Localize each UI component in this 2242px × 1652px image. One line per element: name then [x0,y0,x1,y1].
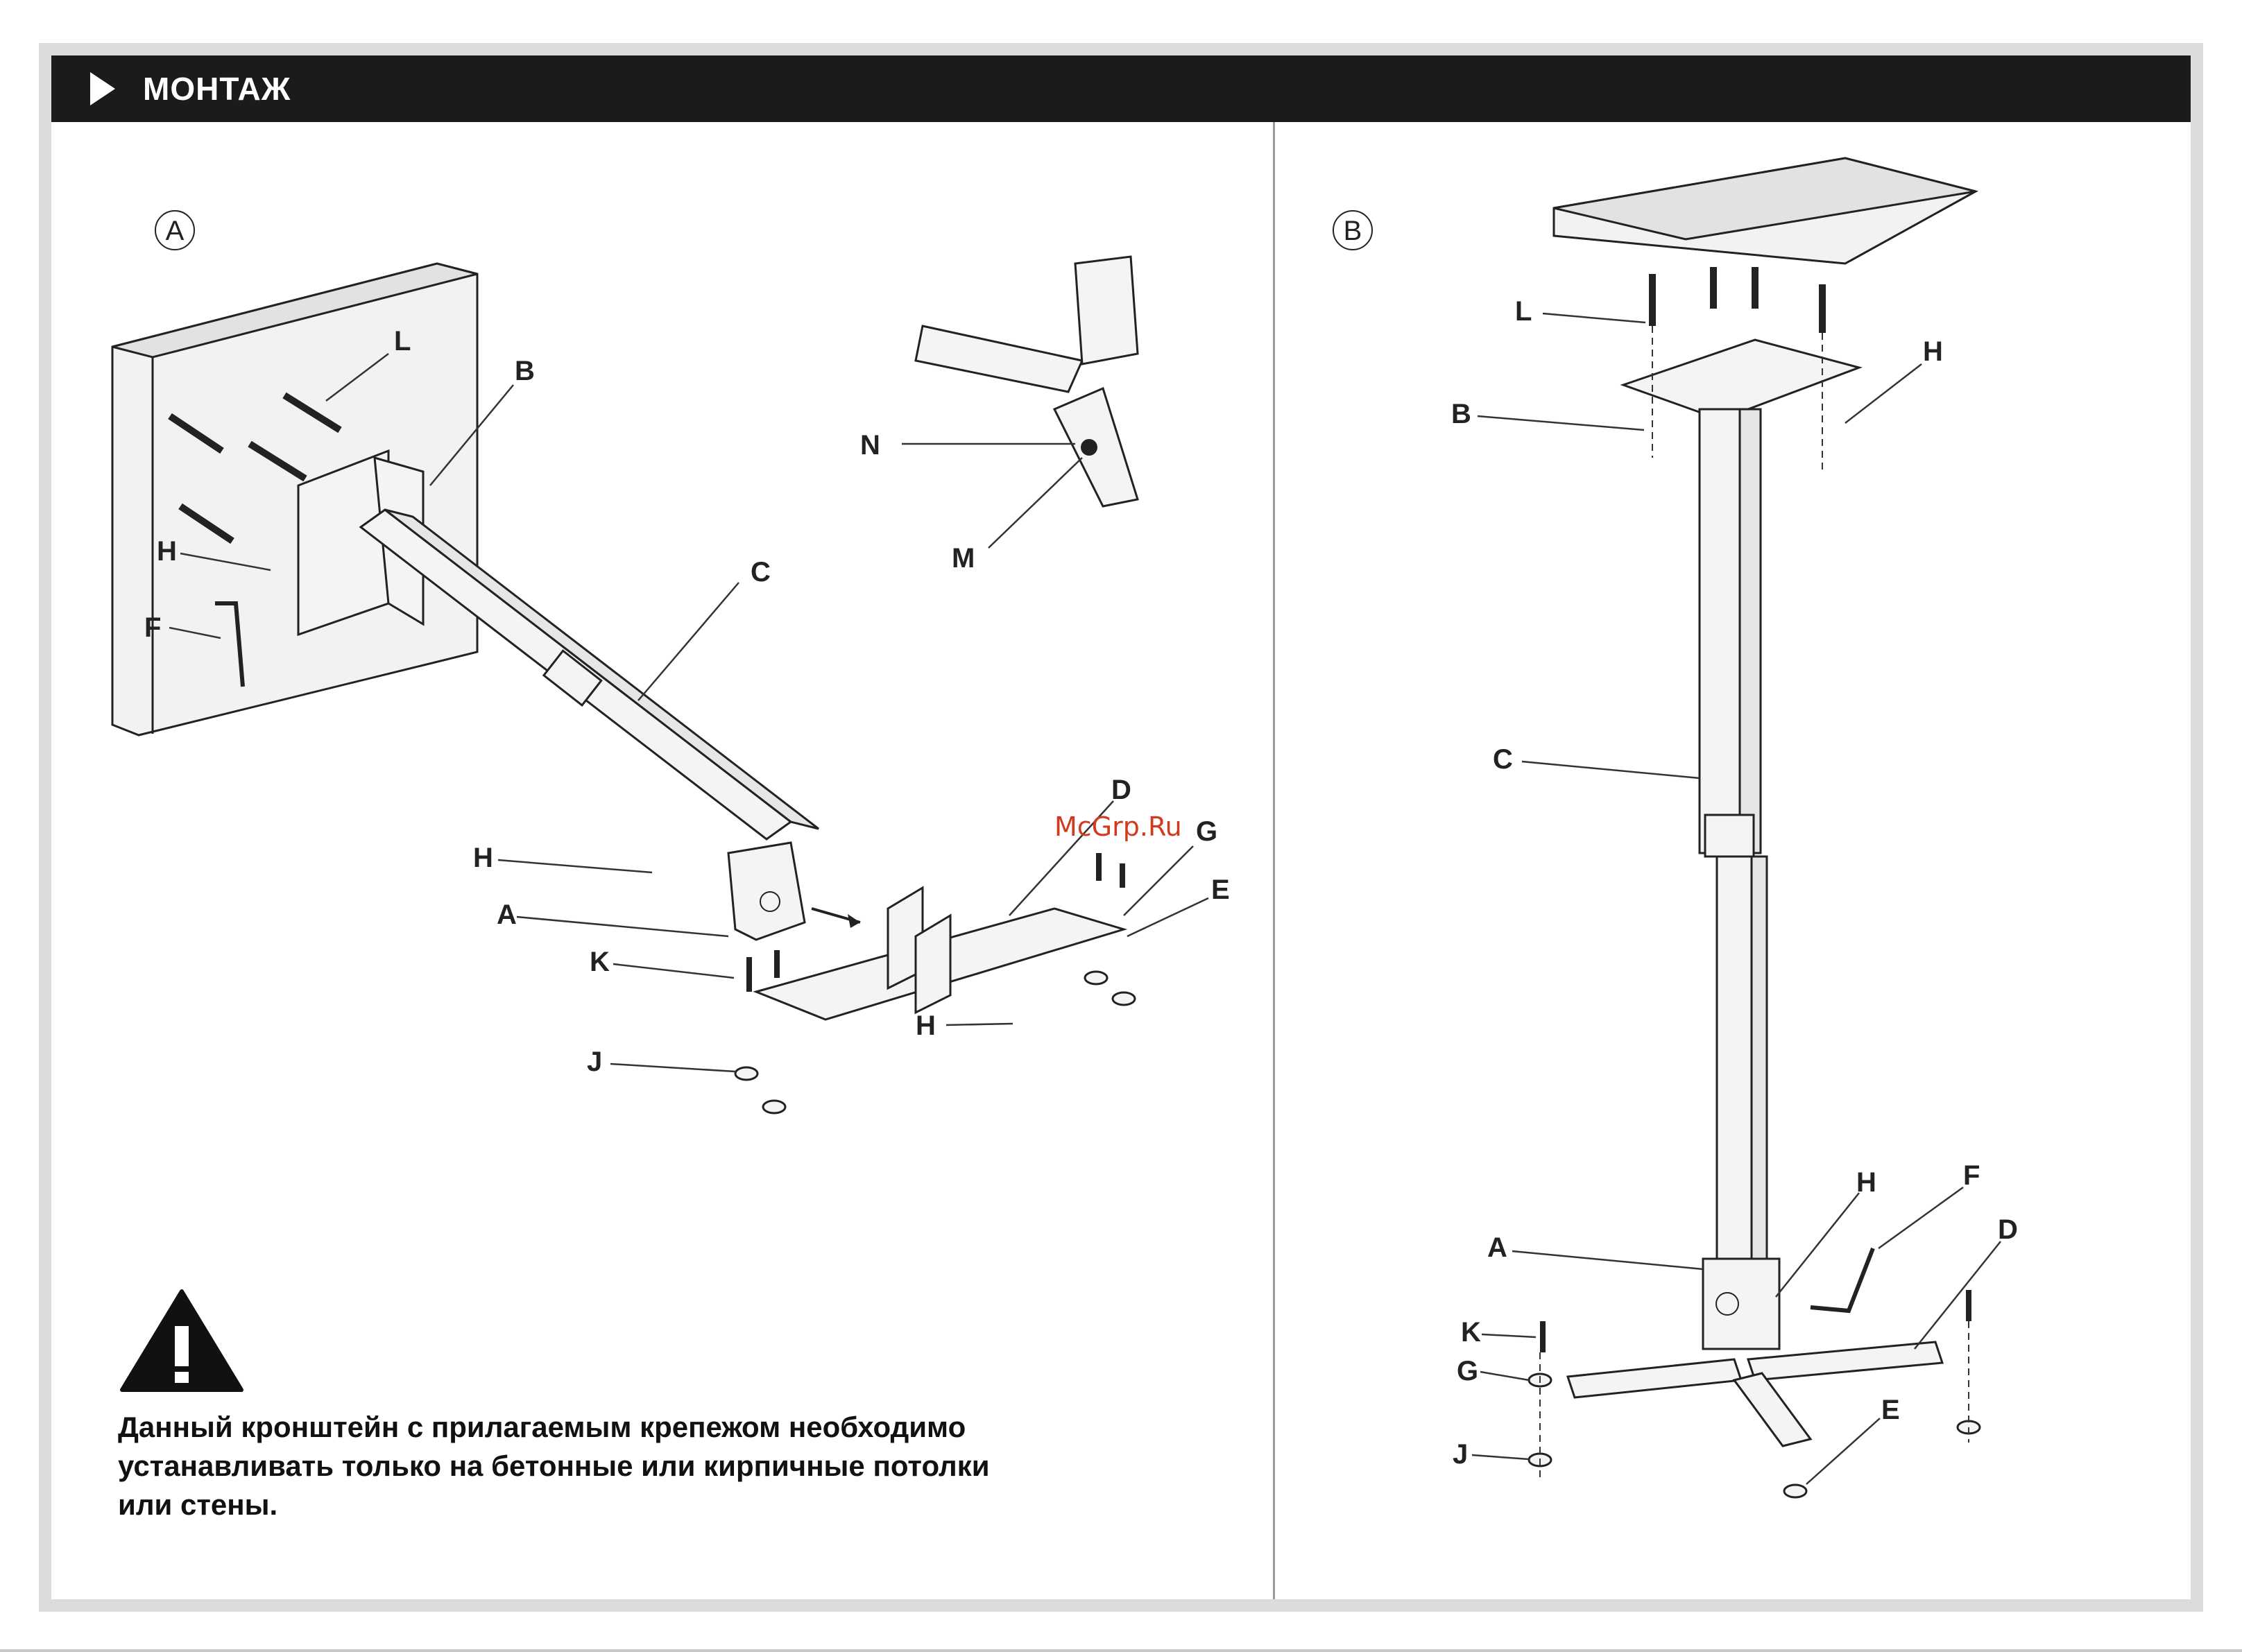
label-b-a: A [1487,1232,1507,1263]
projector-head [728,843,805,940]
leader-b-h1 [1845,364,1922,423]
leader-h2 [498,860,652,872]
label-h3: H [916,1010,936,1041]
leader-h3 [946,1024,1013,1025]
leader-b-j [1472,1455,1529,1459]
label-b-l: L [1515,296,1532,327]
watermark: McGrp.Ru [1054,811,1182,842]
leader-b-b [1478,416,1644,430]
label-a: A [497,900,517,930]
label-j: J [587,1047,602,1077]
leader-b-g [1480,1372,1529,1380]
leader-b-d [1915,1241,2001,1349]
leader-b-f [1879,1187,1963,1248]
washer-e-1 [1085,972,1107,984]
inset-upright [1075,257,1138,364]
warning-text: Данный кронштейн с прилагаемым крепежом … [118,1408,1089,1524]
label-b-c: C [1493,744,1513,775]
label-h2: H [473,843,493,873]
label-n: N [860,430,880,461]
leader-b-h2 [1776,1193,1859,1297]
label-b-b: B [1451,399,1471,429]
leader-b-k [1482,1334,1536,1337]
label-m: M [952,543,975,574]
pole-upper-side [1740,409,1761,853]
washer-e-2 [1113,992,1135,1005]
label-b-h2: H [1856,1167,1876,1198]
ceiling-bracket [1623,340,1859,420]
figure-a: A [112,211,1230,1113]
figure-b-marker: B [1344,216,1362,246]
inset-nut [1081,439,1097,456]
label-e: E [1211,875,1230,905]
leader-k [613,964,734,978]
spider-arm-front [1734,1373,1811,1446]
pole-lower [1717,857,1752,1259]
label-b-f: F [1963,1160,1980,1191]
washer-j-2 [763,1101,785,1113]
leader-a [517,917,728,936]
label-b-e: E [1881,1395,1900,1425]
label-c: C [751,557,771,587]
label-b-k: K [1461,1317,1481,1348]
label-k: K [590,947,610,977]
label-f: F [144,612,161,643]
leader-e [1127,898,1208,936]
washer-e-b [1784,1485,1806,1497]
washer-j-1 [735,1067,758,1080]
warning-line-3: или стены. [118,1486,1089,1524]
leader-g [1124,846,1193,915]
label-b-d: D [1998,1214,2018,1245]
leader-b-c [1522,762,1700,778]
ceiling-head [1703,1259,1779,1349]
hex-key-b [1811,1248,1873,1311]
figure-a-marker: A [166,216,185,246]
leader-j [610,1064,735,1072]
label-b-g: G [1457,1356,1478,1386]
leader-b-l [1543,313,1645,322]
label-l: L [394,326,411,356]
pole-clamp [1705,815,1754,857]
figure-b: B [1333,158,2018,1497]
warning-line-1: Данный кронштейн с прилагаемым крепежом … [118,1408,1089,1447]
label-h1: H [157,536,177,567]
label-b-h1: H [1923,336,1943,367]
pole-lower-side [1752,857,1767,1259]
leader-c [638,583,739,700]
leader-m [989,458,1082,548]
label-b: B [515,356,535,386]
spider-arm-left [1568,1359,1741,1397]
label-g: G [1196,816,1217,847]
warning-triangle-icon [122,1291,241,1390]
inset-bracket [916,326,1082,392]
pole-upper [1700,409,1740,853]
label-b-j: J [1453,1439,1468,1470]
leader-b-e [1806,1418,1880,1484]
warning-line-2: устанавливать только на бетонные или кир… [118,1447,1089,1486]
label-d: D [1111,775,1131,805]
leader-b-a [1512,1251,1703,1269]
